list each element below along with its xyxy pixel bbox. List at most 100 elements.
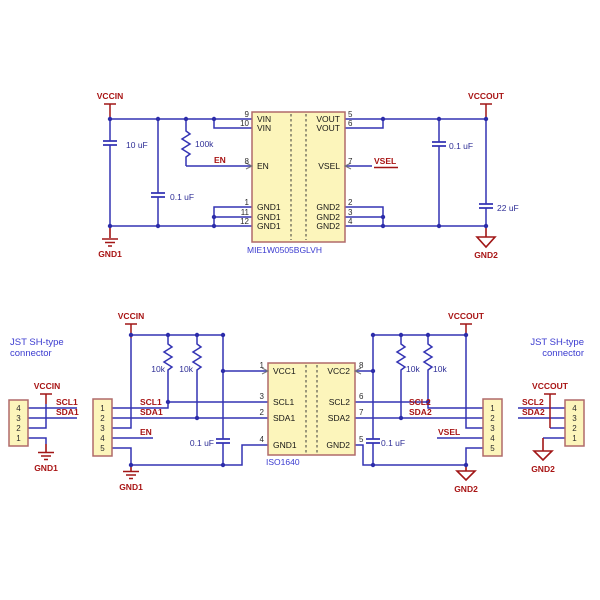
pin-number: 3 (490, 424, 495, 433)
net-label-sda2-right: SDA2 (522, 407, 545, 417)
net-label-sda2-mid: SDA2 (409, 407, 432, 417)
junction-dot (194, 332, 200, 338)
value-10k-4: 10k (433, 364, 447, 374)
pin-name: VCC2 (327, 366, 350, 376)
pin-name: VIN (257, 123, 271, 133)
vcc1-pin-arrow-icon (261, 367, 270, 375)
pin-name: SCL2 (329, 397, 351, 407)
net-label-scl2-mid: SCL2 (409, 397, 431, 407)
junction-dot (107, 223, 113, 229)
net-label-vsel: VSEL (374, 156, 396, 166)
isolation-barrier (290, 114, 307, 240)
junction-dot (483, 223, 489, 229)
net-label-gnd1-mid: GND1 (119, 482, 143, 492)
pin-number: 6 (359, 392, 364, 401)
jst-right-label-line1: JST SH-type (530, 337, 584, 348)
vccout-power-symbol-right (544, 393, 556, 428)
value-0.1uF-gnd1: 0.1 uF (190, 438, 214, 448)
value-10k-1: 10k (151, 364, 165, 374)
vcc2-pin-arrow-icon (353, 367, 362, 375)
pin-number: 12 (240, 217, 249, 226)
pin-number: 1 (572, 434, 577, 443)
junction-dot (211, 116, 217, 122)
pin-number: 8 (359, 361, 364, 370)
junction-dot (380, 116, 386, 122)
header-right-body (482, 398, 503, 457)
wire (112, 334, 268, 466)
pin-number: 5 (359, 435, 364, 444)
pin-name: GND1 (257, 202, 281, 212)
junction-dot (107, 116, 113, 122)
resistor-100k (180, 119, 192, 166)
pin-name: GND2 (316, 221, 340, 231)
pin-name: VIN (257, 114, 271, 124)
junction-dot (370, 368, 376, 374)
capacitor-22uF (479, 203, 493, 209)
bottom-circuit: JST SH-type connector JST SH-type connec… (8, 311, 585, 494)
junction-dot (194, 415, 200, 421)
capacitor-0.1uF-left (151, 192, 165, 198)
pin-number: 9 (245, 110, 250, 119)
pin-number: 4 (348, 217, 353, 226)
junction-dot (436, 116, 442, 122)
pin-number: 6 (348, 119, 353, 128)
gnd1-symbol-left (38, 444, 54, 461)
net-label-vccout-mid: VCCOUT (448, 311, 485, 321)
resistor-10k-1 (162, 335, 174, 402)
i2c-isolator-body (267, 362, 356, 456)
pin-number: 4 (572, 404, 577, 413)
net-label-vccout: VCCOUT (468, 91, 505, 101)
wire (28, 404, 77, 444)
pin-number: 2 (260, 408, 265, 417)
pin-number: 2 (16, 424, 21, 433)
pin-name: GND1 (257, 212, 281, 222)
value-10k-2: 10k (179, 364, 193, 374)
gnd2-symbol-right (532, 438, 554, 462)
net-label-gnd1: GND1 (98, 249, 122, 259)
net-label-gnd2-mid: GND2 (454, 484, 478, 494)
net-label-vccin-left: VCCIN (34, 381, 60, 391)
value-10k-3: 10k (406, 364, 420, 374)
capacitor-0.1uF-gnd1 (216, 438, 230, 444)
pin-number: 11 (241, 208, 250, 217)
jst-right-label-line2: connector (542, 348, 584, 359)
pin-number: 3 (572, 414, 577, 423)
vccin-power-symbol-left (40, 393, 52, 404)
gnd2-symbol-mid (455, 465, 477, 482)
junction-dot (425, 399, 431, 405)
pin-number: 3 (100, 424, 105, 433)
value-100k: 100k (195, 139, 214, 149)
pin-number: 3 (260, 392, 265, 401)
jst-left-label-line2: connector (10, 348, 52, 359)
pin-number: 1 (490, 404, 495, 413)
pin-number: 1 (260, 361, 265, 370)
junction-dot (211, 214, 217, 220)
value-22uF: 22 uF (497, 203, 519, 213)
en-pin-arrow-icon (245, 162, 254, 170)
vsel-pin-arrow-icon (343, 162, 352, 170)
pin-number: 2 (572, 424, 577, 433)
pin-name: EN (257, 161, 269, 171)
pin-name: VOUT (316, 123, 340, 133)
junction-dot (463, 462, 469, 468)
pin-name: VOUT (316, 114, 340, 124)
net-label-gnd2: GND2 (474, 250, 498, 260)
net-label-vccout-right: VCCOUT (532, 381, 569, 391)
pin-number: 1 (100, 404, 105, 413)
resistor-10k-4 (422, 335, 434, 402)
pin-number: 10 (240, 119, 249, 128)
pin-number: 4 (490, 434, 495, 443)
resistor-10k-3 (395, 335, 407, 418)
gnd1-symbol (102, 226, 118, 247)
net-label-gnd2-right: GND2 (531, 464, 555, 474)
capacitor-0.1uF-gnd2 (366, 438, 380, 444)
junction-dot (380, 223, 386, 229)
resistor-10k-2 (191, 335, 203, 418)
value-10uF: 10 uF (126, 140, 148, 150)
junction-dot (128, 462, 134, 468)
pin-number: 5 (348, 110, 353, 119)
net-label-sda1-left: SDA1 (56, 407, 79, 417)
pin-number: 4 (100, 434, 105, 443)
